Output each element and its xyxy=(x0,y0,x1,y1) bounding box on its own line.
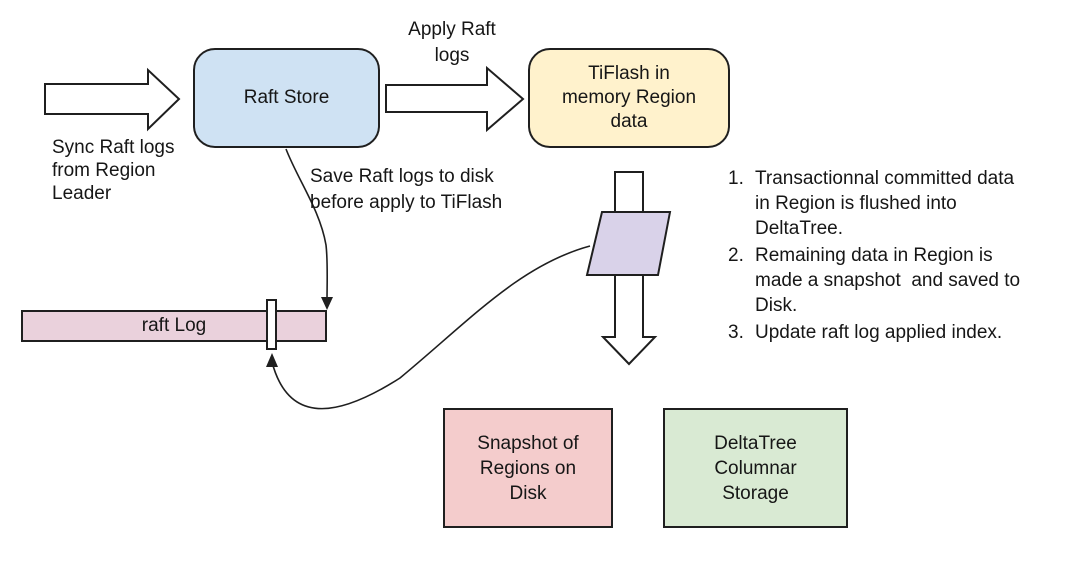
deltatree-label: DeltaTree Columnar Storage xyxy=(714,432,797,504)
tiflash-label: TiFlash in memory Region data xyxy=(561,63,697,132)
deltatree-box: DeltaTree Columnar Storage xyxy=(663,408,848,528)
save-log-connector xyxy=(285,148,329,302)
apply-raft-logs-label: Apply Raft logs xyxy=(408,19,496,66)
list-item: 2. Remaining data in Region is made a sn… xyxy=(728,243,1020,318)
list-item-number: 2. xyxy=(728,245,744,266)
list-item-number: 1. xyxy=(728,168,744,189)
apply-arrow xyxy=(385,65,525,133)
snapshot-box: Snapshot of Regions on Disk xyxy=(443,408,613,528)
raft-store-box: Raft Store xyxy=(193,48,380,148)
sync-raft-logs-label: Sync Raft logs from Region Leader xyxy=(52,137,175,204)
list-item: 3. Update raft log applied index. xyxy=(728,320,1020,345)
snapshot-label: Snapshot of Regions on Disk xyxy=(477,432,579,504)
list-item-text: Remaining data in Region is made a snaps… xyxy=(755,245,1021,316)
list-item-text: Transactionnal committed data in Region … xyxy=(755,168,1015,239)
raft-log-applied-index-slot xyxy=(266,299,277,350)
update-applied-index-arrowhead xyxy=(266,353,278,367)
tiflash-box: TiFlash in memory Region data xyxy=(528,48,730,148)
flush-steps-list: 1. Transactionnal committed data in Regi… xyxy=(728,166,1020,347)
sync-arrow xyxy=(44,67,181,132)
raft-log-bar: raft Log xyxy=(21,310,327,342)
list-item: 1. Transactionnal committed data in Regi… xyxy=(728,166,1020,241)
list-item-number: 3. xyxy=(728,322,744,343)
update-applied-index-connector xyxy=(271,245,591,410)
flush-parallelogram xyxy=(585,211,672,276)
raft-store-label: Raft Store xyxy=(243,87,330,108)
list-item-text: Update raft log applied index. xyxy=(755,322,1003,343)
raft-log-label: raft Log xyxy=(141,315,207,336)
save-raft-logs-label: Save Raft logs to disk before apply to T… xyxy=(310,166,503,213)
save-log-arrowhead xyxy=(321,297,333,310)
